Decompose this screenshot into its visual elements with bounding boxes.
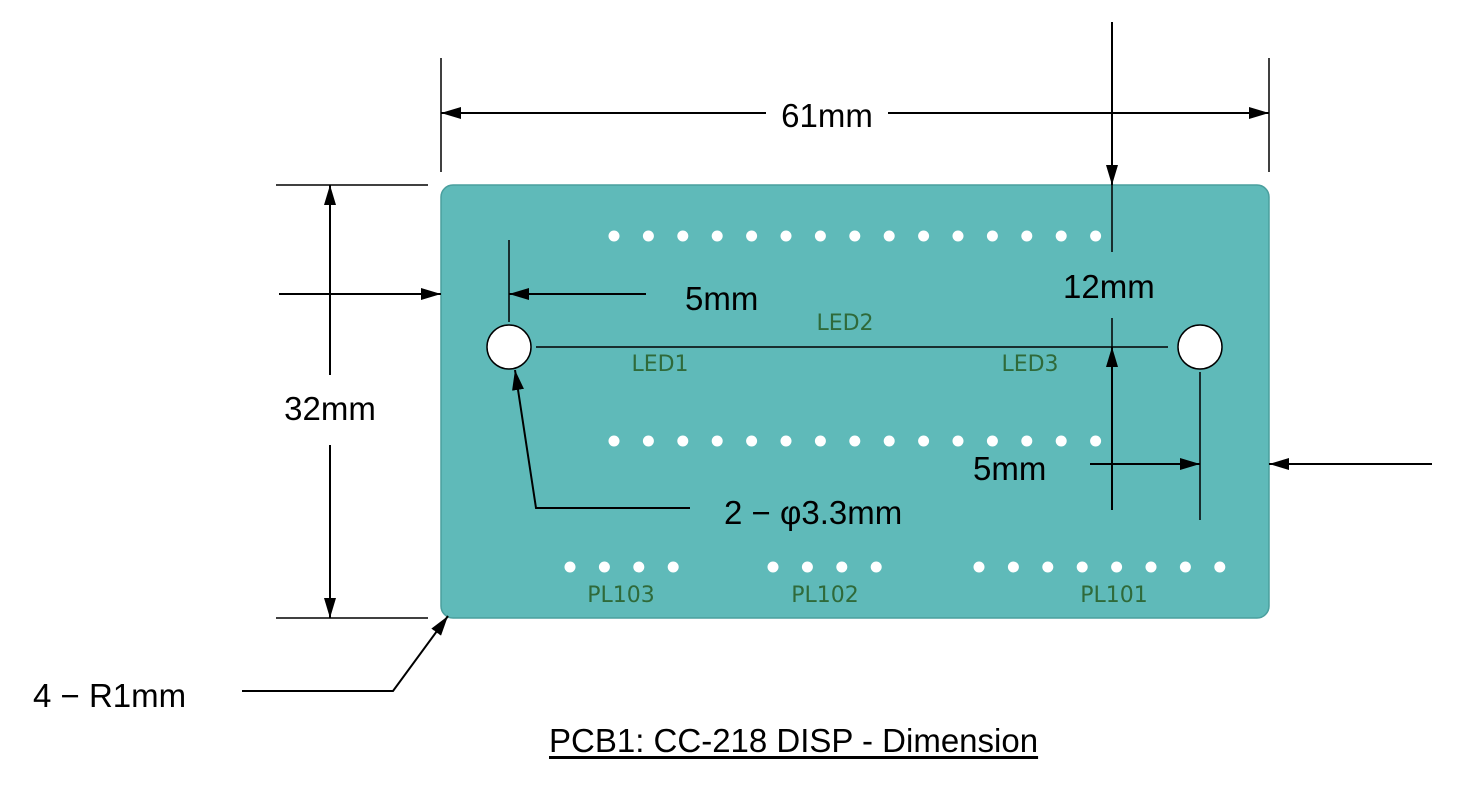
pin-row-top [608,230,1102,242]
pin-row-pl102 [767,561,882,573]
label-pl102: PL102 [791,583,859,608]
label-led1: LED1 [631,352,688,377]
pin-hole [883,230,895,242]
pin-row-pl101 [973,561,1226,573]
pin-hole [1021,230,1033,242]
hole-diameter-leader [512,369,690,509]
pin-hole [836,561,848,573]
pin-hole [918,435,930,447]
label-led2: LED2 [816,311,873,336]
pin-row-pl103 [564,561,679,573]
pin-hole [870,561,882,573]
pin-hole [1055,435,1067,447]
pin-hole [1021,435,1033,447]
pin-hole [767,561,779,573]
left-hole-offset-dimension [279,240,646,322]
width-dimension-label: 61mm [781,97,873,134]
pin-hole [918,230,930,242]
pin-hole [780,230,792,242]
right-hole-offset-label: 5mm [973,450,1046,487]
pin-hole [1179,561,1191,573]
pin-hole [667,561,679,573]
pin-hole [677,435,689,447]
pin-hole [952,230,964,242]
pin-hole [1007,561,1019,573]
vertical-hole-offset-label: 12mm [1063,268,1155,305]
pin-hole [1214,561,1226,573]
hole-diameter-label: 2 − φ3.3mm [724,494,902,531]
corner-radius-label: 4 − R1mm [33,677,186,714]
pin-hole [801,561,813,573]
pin-hole [849,230,861,242]
pin-hole [1055,230,1067,242]
pin-hole [1076,561,1088,573]
pin-hole [642,230,654,242]
pin-hole [711,435,723,447]
right-hole-offset-dimension [1090,372,1432,520]
pin-hole [883,435,895,447]
width-dimension [440,58,1270,172]
pin-hole [986,435,998,447]
pin-hole [1090,230,1102,242]
pin-hole [814,230,826,242]
pin-hole [986,230,998,242]
pin-hole [814,435,826,447]
pin-hole [746,230,758,242]
pin-hole [973,561,985,573]
mounting-hole-right [1177,324,1223,370]
pin-hole [677,230,689,242]
pin-hole [598,561,610,573]
label-led3: LED3 [1001,352,1058,377]
pin-hole [1145,561,1157,573]
pin-hole [642,435,654,447]
pin-hole [633,561,645,573]
label-pl103: PL103 [587,583,655,608]
pin-hole [746,435,758,447]
pin-hole [1111,561,1123,573]
pin-hole [564,561,576,573]
pin-hole [849,435,861,447]
left-hole-offset-label: 5mm [685,280,758,317]
corner-radius-leader [242,615,449,692]
label-pl101: PL101 [1080,583,1148,608]
pcb-board [440,184,1270,619]
pin-row-bottom [608,435,1102,447]
height-dimension [276,184,428,619]
pin-hole [1042,561,1054,573]
height-dimension-label: 32mm [284,390,376,427]
mounting-hole-left [486,324,532,370]
pin-hole [608,230,620,242]
drawing-title: PCB1: CC-218 DISP - Dimension [549,722,1039,759]
pin-hole [952,435,964,447]
pin-hole [711,230,723,242]
pin-hole [608,435,620,447]
pin-hole [780,435,792,447]
pin-hole [1090,435,1102,447]
